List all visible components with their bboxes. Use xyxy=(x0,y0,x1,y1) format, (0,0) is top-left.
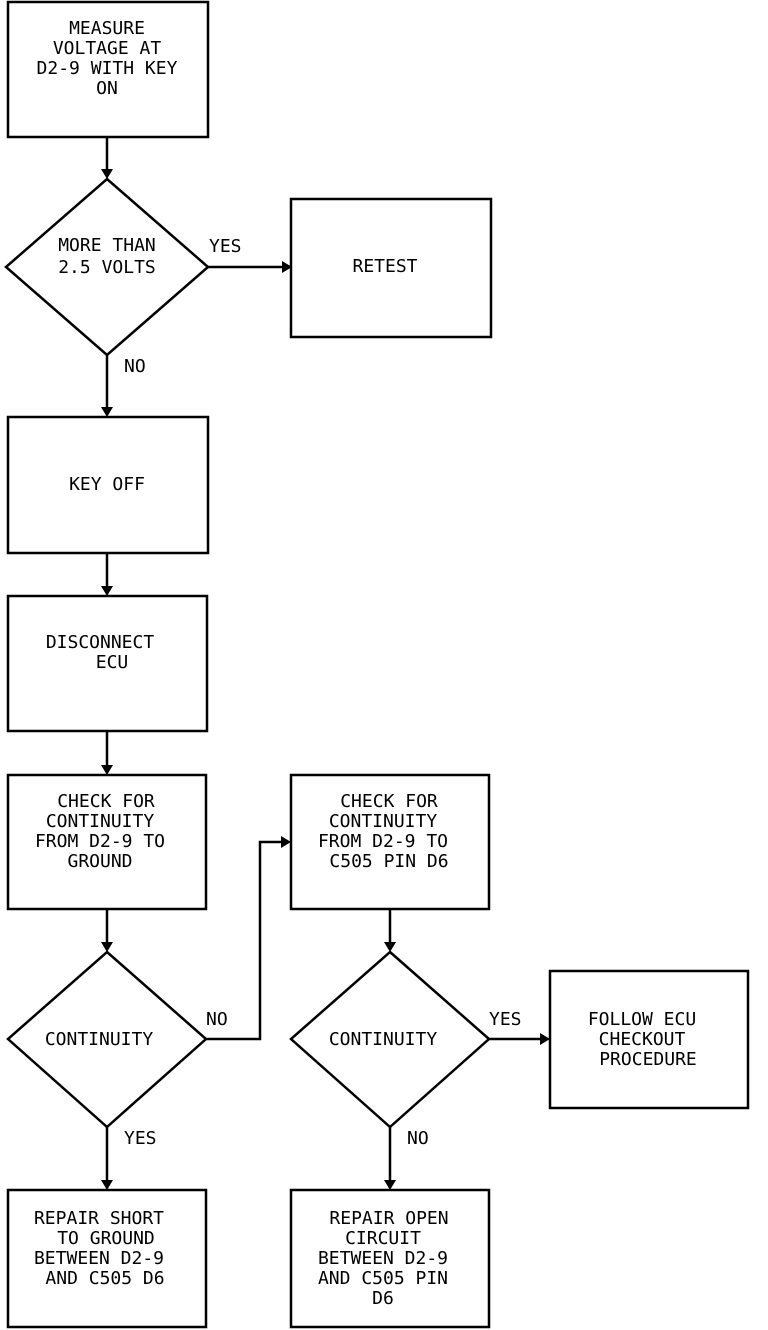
node-check-ground: CHECK FOR CONTINUITY FROM D2-9 TO GROUND xyxy=(6,773,208,911)
node-text-line: DISCONNECT xyxy=(46,632,155,653)
node-follow-ecu: FOLLOW ECU CHECKOUT PROCEDURE xyxy=(548,969,750,1110)
arrowhead xyxy=(101,586,113,596)
process-box xyxy=(6,0,210,139)
node-text-line: CHECK FOR xyxy=(57,791,155,812)
edge-label-no: NO xyxy=(407,1128,429,1149)
arrowhead xyxy=(540,1033,550,1045)
node-repair-open: REPAIR OPEN CIRCUIT BETWEEN D2-9 AND C50… xyxy=(289,1188,491,1329)
node-repair-short: REPAIR SHORT TO GROUND BETWEEN D2-9 AND … xyxy=(6,1188,208,1329)
decision-continuity-c505: CONTINUITY xyxy=(289,950,491,1129)
node-text-line: D2-9 WITH KEY xyxy=(37,58,178,79)
node-text-line: CONTINUITY xyxy=(46,811,155,832)
node-text-line: AND C505 PIN xyxy=(318,1268,448,1289)
node-retest: RETEST xyxy=(289,197,493,339)
node-text-line: VOLTAGE AT xyxy=(53,38,162,59)
node-text-line: GROUND xyxy=(67,851,132,872)
arrowhead xyxy=(281,836,291,848)
node-disconnect-ecu: DISCONNECT ECU xyxy=(6,594,209,733)
node-text-line: CHECK FOR xyxy=(340,791,438,812)
node-text-line: BETWEEN D2-9 xyxy=(34,1248,164,1269)
node-text-line: CONTINUITY xyxy=(329,811,438,832)
node-measure-voltage: MEASURE VOLTAGE AT D2-9 WITH KEY ON xyxy=(6,0,210,139)
node-text-line: ECU xyxy=(96,652,129,673)
node-text-line: AND C505 D6 xyxy=(45,1268,164,1289)
node-text-line: FOLLOW ECU xyxy=(588,1009,696,1030)
process-box xyxy=(6,1188,208,1329)
arrowhead xyxy=(101,1180,113,1190)
node-text-line: REPAIR SHORT xyxy=(34,1208,164,1229)
node-text-line: MORE THAN xyxy=(58,235,156,256)
node-text-line: CIRCUIT xyxy=(345,1228,421,1249)
process-box xyxy=(289,1188,491,1329)
node-text-line: C505 PIN D6 xyxy=(329,851,448,872)
node-text-line: 2.5 VOLTS xyxy=(58,257,156,278)
arrowhead xyxy=(101,169,113,179)
process-box xyxy=(6,415,210,555)
node-text-line: FROM D2-9 TO xyxy=(35,831,165,852)
node-text-line: RETEST xyxy=(352,256,417,277)
decision-diamond xyxy=(289,950,491,1129)
decision-continuity-ground: CONTINUITY xyxy=(6,950,208,1129)
node-text-line: TO GROUND xyxy=(57,1228,155,1249)
arrowhead xyxy=(384,942,396,952)
node-check-c505: CHECK FOR CONTINUITY FROM D2-9 TO C505 P… xyxy=(289,773,491,911)
node-text-line: MEASURE xyxy=(69,18,145,39)
decision-diamond xyxy=(4,177,210,357)
arrowhead xyxy=(101,407,113,417)
node-text-line: FROM D2-9 TO xyxy=(318,831,448,852)
connectors xyxy=(101,137,550,1190)
node-text-line: ON xyxy=(96,78,118,99)
process-box xyxy=(289,197,493,339)
node-key-off: KEY OFF xyxy=(6,415,210,555)
edge-label-no: NO xyxy=(206,1009,228,1030)
edge-label-yes: YES xyxy=(489,1009,522,1030)
decision-diamond xyxy=(6,950,208,1129)
process-box xyxy=(6,594,209,733)
arrowhead xyxy=(282,261,292,273)
arrowhead xyxy=(384,1180,396,1190)
arrowhead xyxy=(101,765,113,775)
node-text-line: D6 xyxy=(372,1288,394,1309)
node-text-line: CONTINUITY xyxy=(329,1029,438,1050)
node-text-line: BETWEEN D2-9 xyxy=(318,1248,448,1269)
edge-label-no: NO xyxy=(124,356,146,377)
node-text-line: REPAIR OPEN xyxy=(329,1208,448,1229)
node-text-line: KEY OFF xyxy=(69,474,145,495)
connector-continuity-no-to-check-c505 xyxy=(206,840,283,1041)
process-box xyxy=(6,773,208,911)
edge-label-yes: YES xyxy=(209,236,242,257)
edge-label-yes: YES xyxy=(124,1128,157,1149)
node-text-line: CONTINUITY xyxy=(45,1029,154,1050)
process-box xyxy=(289,773,491,911)
process-box xyxy=(548,969,750,1110)
arrowhead xyxy=(101,942,113,952)
decision-more-than-volts: MORE THAN 2.5 VOLTS xyxy=(4,177,210,357)
node-text-line: CHECKOUT xyxy=(599,1029,686,1050)
node-text-line: PROCEDURE xyxy=(599,1049,697,1070)
